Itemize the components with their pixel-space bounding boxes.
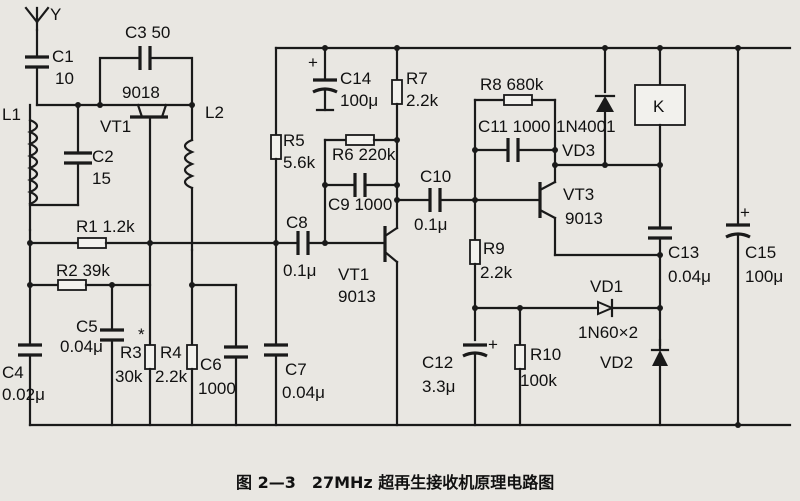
label-diode-note: 1N60×2 (578, 323, 638, 342)
label-c7: C7 (285, 360, 307, 379)
label-c12: C12 (422, 353, 453, 372)
label-c12-value: 3.3μ (422, 377, 455, 396)
transistor-vt1-9018 (98, 103, 194, 347)
label-r4-value: 2.2k (155, 367, 188, 386)
junction-dots (27, 45, 741, 428)
inductor-l2 (183, 103, 195, 252)
detector-network (462, 198, 670, 427)
feedback-r8-c11 (473, 94, 557, 202)
label-c1: C1 (52, 47, 74, 66)
label-c11: C11 1000 (478, 117, 550, 136)
label-r9: R9 (483, 239, 505, 258)
label-c6-value: 1000 (198, 379, 236, 398)
label-c9: C9 1000 (328, 195, 392, 214)
label-vt3-type: 9013 (565, 209, 603, 228)
label-r3: R3 (120, 343, 142, 362)
capacitor-c14-resistor-r7 (312, 46, 403, 230)
label-c10-value: 0.1μ (414, 215, 447, 234)
label-r3-value: 30k (115, 367, 143, 386)
label-c5-value: 0.04μ (60, 337, 103, 356)
label-c2-value: 15 (92, 169, 111, 188)
label-plus-c12: + (488, 335, 498, 354)
capacitor-c15 (725, 46, 751, 427)
label-c14: C14 (340, 69, 371, 88)
label-relay-k: K (653, 97, 665, 116)
label-vt3: VT3 (563, 185, 594, 204)
transistor-vt3 (538, 180, 662, 257)
label-c8: C8 (286, 213, 308, 232)
label-r8: R8 680k (480, 75, 544, 94)
label-l1: L1 (2, 105, 21, 124)
label-r1: R1 1.2k (76, 217, 135, 236)
label-c14-value: 100μ (340, 91, 378, 110)
label-c13-value: 0.04μ (668, 267, 711, 286)
tank-l1-c2 (27, 103, 102, 232)
label-vd1: VD1 (590, 277, 623, 296)
label-r9-value: 2.2k (480, 263, 513, 282)
label-c15-value: 100μ (745, 267, 783, 286)
label-c1-value: 10 (55, 69, 74, 88)
label-r5-value: 5.6k (283, 153, 316, 172)
label-c2: C2 (92, 147, 114, 166)
label-vd2: VD2 (600, 353, 633, 372)
transistor-vt1-9013 (383, 226, 399, 427)
label-c3: C3 50 (125, 23, 170, 42)
supply-rail (264, 46, 792, 427)
label-r7: R7 (406, 69, 428, 88)
label-antenna: Y (50, 5, 61, 24)
label-c15: C15 (745, 243, 776, 262)
label-c4-value: 0.02μ (2, 385, 45, 404)
label-q1: VT1 (100, 117, 131, 136)
label-vd3: VD3 (562, 141, 595, 160)
label-c8-value: 0.1μ (283, 261, 316, 280)
resistor-r1 (28, 228, 300, 249)
capacitor-c10 (395, 188, 542, 212)
label-l2: L2 (205, 103, 224, 122)
label-r5: R5 (283, 131, 305, 150)
label-r7-value: 2.2k (406, 91, 439, 110)
label-c4: C4 (2, 363, 24, 382)
label-vt1-9013-type: 9013 (338, 287, 376, 306)
label-r6: R6 220k (332, 145, 396, 164)
figure-caption: 图 2—3 27MHz 超再生接收机原理电路图 (236, 473, 554, 492)
label-c6: C6 (200, 355, 222, 374)
label-q1-type: 9018 (122, 83, 160, 102)
label-c13: C13 (668, 243, 699, 262)
label-c5: C5 (76, 317, 98, 336)
label-star: * (138, 325, 145, 344)
label-r2: R2 39k (56, 261, 110, 280)
label-1n4001: 1N4001 (556, 117, 616, 136)
label-r10: R10 (530, 345, 561, 364)
label-c7-value: 0.04μ (282, 383, 325, 402)
capacitor-c3 (98, 46, 194, 107)
label-plus-c15: + (740, 203, 750, 222)
label-r10-value: 100k (520, 371, 557, 390)
bias-network (18, 241, 248, 427)
label-vt1-9013: VT1 (338, 265, 369, 284)
feedback-r6-c9 (323, 134, 399, 245)
capacitor-c1 (25, 55, 49, 107)
label-r4: R4 (160, 343, 182, 362)
label-plus-c14: + (308, 53, 318, 72)
label-c10: C10 (420, 167, 451, 186)
capacitor-c8 (296, 231, 387, 255)
antenna (24, 6, 50, 59)
component-labels: Y C1 10 C3 50 L1 9018 VT1 L2 C2 15 R1 1.… (2, 5, 783, 404)
